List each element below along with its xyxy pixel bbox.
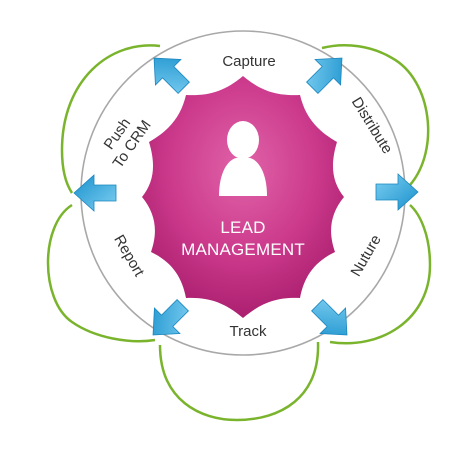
green-arc-top-right	[321, 44, 430, 186]
stage-label-track: Track	[230, 323, 267, 340]
center-title-line2: MANAGEMENT	[181, 240, 305, 259]
arrow-icon	[306, 57, 343, 94]
arrow-icon	[311, 299, 348, 336]
green-arcs	[46, 44, 432, 422]
stage-label-push-to-crm: Push To CRM	[101, 115, 155, 171]
center-title-line1: LEAD	[220, 218, 265, 237]
center-star	[142, 76, 344, 318]
stage-label-capture: Capture	[222, 53, 275, 70]
arrows	[73, 57, 419, 336]
green-arc-top-left	[60, 44, 161, 194]
green-arc-right	[329, 204, 432, 345]
stage-label-distribute: Distribute	[348, 94, 396, 157]
arrow-icon	[152, 299, 189, 336]
green-arc-left	[46, 203, 156, 343]
stage-label-report: Report	[110, 232, 148, 280]
stage-label-nuture: Nuture	[347, 232, 384, 279]
arrow-icon	[73, 174, 117, 212]
user-icon	[219, 121, 267, 196]
arrow-icon	[375, 173, 419, 211]
arrow-icon	[153, 57, 190, 94]
green-arc-bottom	[158, 341, 320, 422]
